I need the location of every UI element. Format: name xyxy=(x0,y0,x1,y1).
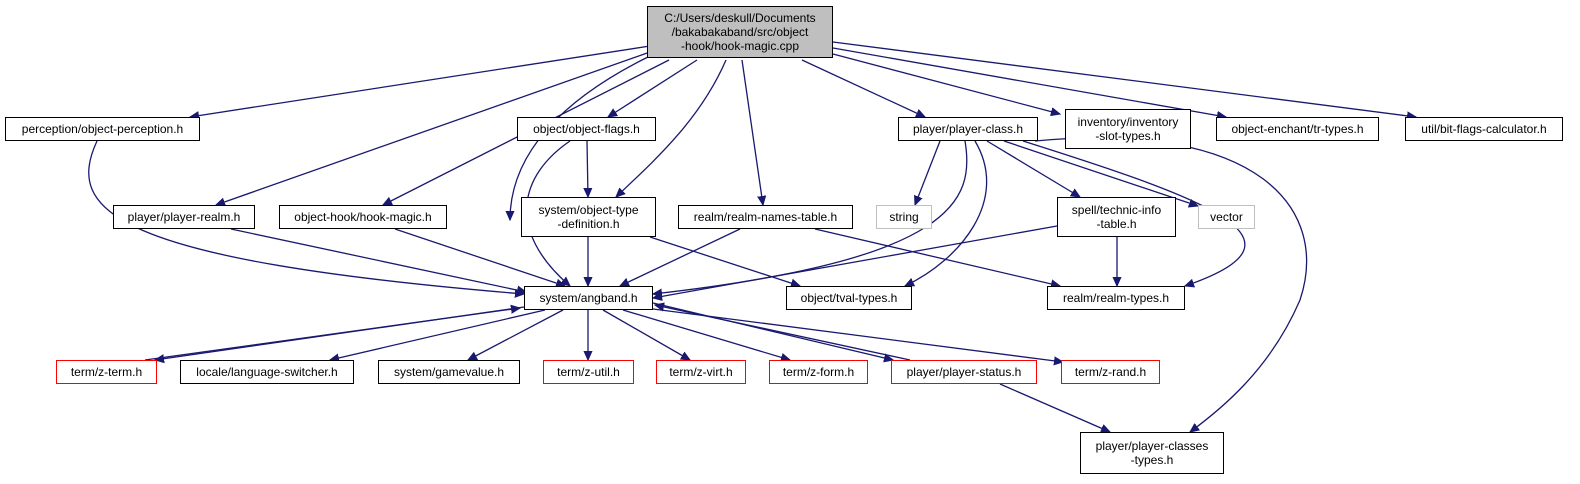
node-term-z-rand-h[interactable]: term/z-rand.h xyxy=(1061,360,1160,384)
edge-angband-to-z-virt xyxy=(602,309,690,360)
node-vector: vector xyxy=(1198,205,1255,229)
edge-hook-magic-h-to-angband xyxy=(394,228,565,286)
edge-root-to-inventory xyxy=(832,53,1060,114)
edge-technic-to-angband xyxy=(653,225,1058,298)
edge-angband-to-lang-switcher xyxy=(330,309,546,360)
node-label-line: spell/technic-info xyxy=(1071,203,1162,217)
edge-realm-names-to-realm-types xyxy=(814,228,1060,286)
node-label: term/z-util.h xyxy=(557,365,620,379)
edge-root-to-object-type-def xyxy=(616,59,727,197)
node-util-bit-flags-calculator-h[interactable]: util/bit-flags-calculator.h xyxy=(1405,117,1563,141)
node-object-object-flags-h[interactable]: object/object-flags.h xyxy=(517,117,656,141)
edge-root-to-object-flags xyxy=(608,59,698,117)
node-label: locale/language-switcher.h xyxy=(196,365,338,379)
node-player-player-realm-h[interactable]: player/player-realm.h xyxy=(113,205,255,229)
node-label: realm/realm-names-table.h xyxy=(693,210,838,224)
node-term-z-virt-h[interactable]: term/z-virt.h xyxy=(656,360,746,384)
edge-player-class-to-vector xyxy=(1003,140,1198,206)
node-player-player-status-h[interactable]: player/player-status.h xyxy=(891,360,1037,384)
node-label: object/tval-types.h xyxy=(800,291,898,305)
edge-object-flags-to-object-type-def xyxy=(587,140,588,197)
node-inventory-slot-types-h[interactable]: inventory/inventory -slot-types.h xyxy=(1065,109,1191,149)
node-object-enchant-tr-types-h[interactable]: object-enchant/tr-types.h xyxy=(1216,117,1379,141)
edge-z-term-to-angband xyxy=(144,308,520,361)
edge-root-to-tr-types xyxy=(832,47,1226,117)
node-label-line: system/object-type xyxy=(538,203,639,217)
node-label-line: player/player-classes xyxy=(1095,439,1209,453)
node-label: util/bit-flags-calculator.h xyxy=(1421,122,1547,136)
node-player-player-classes-types-h[interactable]: player/player-classes -types.h xyxy=(1080,432,1224,474)
node-label: object/object-flags.h xyxy=(533,122,640,136)
node-label-line: -definition.h xyxy=(557,217,620,231)
node-term-z-util-h[interactable]: term/z-util.h xyxy=(543,360,634,384)
node-term-z-form-h[interactable]: term/z-form.h xyxy=(769,360,868,384)
edge-player-class-to-technic xyxy=(986,140,1080,197)
node-label: player/player-class.h xyxy=(912,122,1024,136)
node-label: perception/object-perception.h xyxy=(21,122,184,136)
edge-player-realm-to-angband xyxy=(230,228,526,292)
edge-angband-to-z-form xyxy=(622,309,790,360)
node-locale-language-switcher-h[interactable]: locale/language-switcher.h xyxy=(180,360,354,384)
edge-root-to-realm-names xyxy=(741,59,763,205)
edge-player-class-to-tval xyxy=(905,140,988,287)
node-label-line: -table.h xyxy=(1096,217,1137,231)
node-perception-object-perception-h[interactable]: perception/object-perception.h xyxy=(5,117,200,141)
node-label-line: -types.h xyxy=(1130,453,1174,467)
node-label: object-hook/hook-magic.h xyxy=(294,210,432,224)
node-label-line: inventory/inventory xyxy=(1077,115,1179,129)
node-label: term/z-virt.h xyxy=(669,365,733,379)
edge-object-type-def-to-tval xyxy=(649,236,800,286)
node-object-hook-hook-magic-h[interactable]: object-hook/hook-magic.h xyxy=(279,205,447,229)
edge-root-to-player-class xyxy=(801,59,925,118)
edge-root-to-bit-flags xyxy=(832,41,1416,117)
node-label: player/player-realm.h xyxy=(127,210,241,224)
node-label-line: C:/Users/deskull/Documents xyxy=(664,11,816,25)
root-file-node: C:/Users/deskull/Documents /bakabakaband… xyxy=(647,6,833,58)
edge-player-status-to-angband xyxy=(655,305,911,361)
node-label: system/angband.h xyxy=(539,291,638,305)
node-label: term/z-term.h xyxy=(70,365,143,379)
node-label: system/gamevalue.h xyxy=(393,365,505,379)
node-system-object-type-definition-h[interactable]: system/object-type -definition.h xyxy=(521,197,656,237)
edge-angband-to-z-rand xyxy=(652,308,1063,362)
node-object-tval-types-h[interactable]: object/tval-types.h xyxy=(786,286,912,310)
node-label: player/player-status.h xyxy=(906,365,1022,379)
edge-realm-names-to-angband xyxy=(620,228,741,287)
edge-perception-to-angband xyxy=(88,140,524,294)
edge-root-to-player-realm xyxy=(216,51,651,205)
edge-player-class-to-string xyxy=(915,140,941,205)
node-label: string xyxy=(889,210,919,224)
node-label: term/z-rand.h xyxy=(1074,365,1147,379)
node-realm-realm-types-h[interactable]: realm/realm-types.h xyxy=(1047,286,1185,310)
edge-player-class-to-classes-types xyxy=(1034,137,1308,432)
edge-root-to-perception xyxy=(190,45,651,117)
node-system-angband-h[interactable]: system/angband.h xyxy=(524,286,653,310)
node-label: vector xyxy=(1210,210,1243,224)
edge-angband-to-player-status xyxy=(652,302,893,360)
node-term-z-term-h[interactable]: term/z-term.h xyxy=(56,360,157,384)
node-label-line: /bakabakaband/src/object xyxy=(671,25,809,39)
node-label-line: -hook/hook-magic.cpp xyxy=(680,39,800,53)
node-system-gamevalue-h[interactable]: system/gamevalue.h xyxy=(378,360,520,384)
node-string: string xyxy=(876,205,932,229)
node-label: object-enchant/tr-types.h xyxy=(1231,122,1364,136)
node-label: term/z-form.h xyxy=(782,365,855,379)
node-spell-technic-info-table-h[interactable]: spell/technic-info -table.h xyxy=(1057,197,1176,237)
edge-angband-to-gamevalue xyxy=(468,309,564,361)
node-label-line: -slot-types.h xyxy=(1095,129,1161,143)
node-realm-realm-names-table-h[interactable]: realm/realm-names-table.h xyxy=(678,205,853,229)
node-label: realm/realm-types.h xyxy=(1062,291,1170,305)
node-player-player-class-h[interactable]: player/player-class.h xyxy=(898,117,1038,141)
edge-player-status-to-classes-types xyxy=(999,383,1110,433)
